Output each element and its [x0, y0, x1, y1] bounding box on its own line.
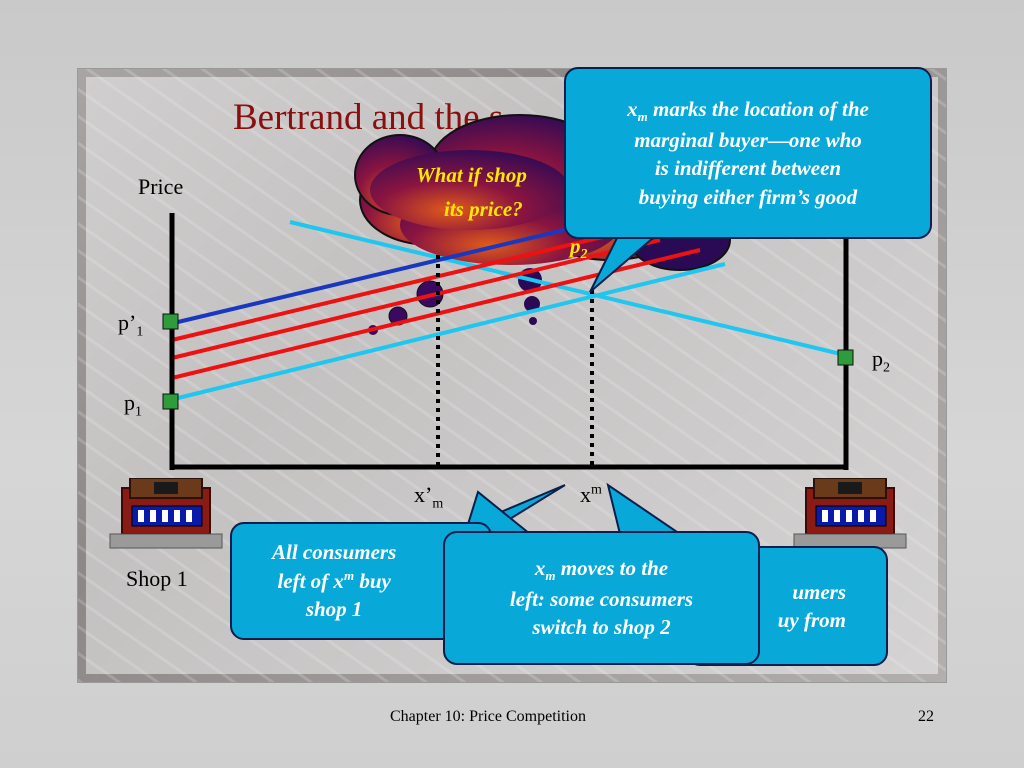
p2-sub: 2 [883, 360, 890, 376]
footer-page-number: 22 [918, 708, 934, 725]
blue-line-shop1 [177, 210, 641, 324]
shop1-icon [109, 478, 223, 549]
price-axis-label: Price [138, 174, 184, 199]
xm-prime-label: x’m [414, 482, 443, 512]
p1-label: p1 [124, 390, 142, 420]
all-line2-sup: m [343, 567, 355, 583]
cloud-text-line2: its price? [444, 197, 523, 221]
red-line-2 [171, 238, 661, 360]
moves-var: x [534, 556, 546, 581]
footer-chapter: Chapter 10: Price Competition [390, 708, 586, 725]
right-line2: uy from [777, 608, 846, 632]
marginal-sub: m [637, 109, 648, 125]
right-callout-text: umers uy from [778, 578, 876, 635]
all-line3: shop 1 [305, 597, 363, 622]
p1-prime-sub: 1 [136, 324, 144, 340]
p2-marker [837, 349, 854, 366]
red-line-3 [171, 248, 701, 380]
p1-letter: p [124, 390, 135, 415]
p1-marker [162, 393, 179, 410]
all-line1: All consumers [272, 540, 397, 565]
moves-text-a: moves to the [555, 556, 669, 581]
cloud-p2-letter: p [570, 234, 581, 258]
shop2-icon [793, 478, 907, 549]
all-line2b: buy [354, 568, 391, 593]
moves-text-c: switch to shop 2 [532, 615, 671, 640]
p2-letter: p [872, 346, 883, 371]
p1-prime-letter: p’ [118, 310, 137, 335]
cyan-line-shop1 [177, 262, 726, 400]
marginal-text-d: buying either firm’s good [638, 184, 858, 209]
right-line1: umers [792, 579, 846, 604]
cloud-p2: p2 [570, 234, 588, 263]
p2-label: p2 [872, 346, 890, 376]
xm-label: xm [580, 482, 602, 508]
p1-sub: 1 [135, 404, 142, 420]
marginal-var: x [627, 97, 638, 122]
red-line-1 [171, 226, 641, 342]
marginal-callout-text: xm marks the location of the marginal bu… [627, 95, 869, 211]
marginal-text-c: is indifferent between [654, 156, 842, 181]
marginal-text-b: marginal buyer—one who [634, 127, 862, 152]
all-line2a: left of x [277, 568, 344, 593]
shop1-label: Shop 1 [126, 566, 188, 591]
xm-prime-letter: x’ [414, 482, 433, 507]
moves-callout-pointer-2 [606, 482, 684, 535]
xm-prime-sub: m [432, 496, 444, 512]
p1-prime-marker [162, 313, 179, 330]
xm-sup: m [591, 482, 602, 498]
marginal-buyer-callout: xm marks the location of the marginal bu… [564, 67, 932, 239]
p1-prime-label: p’1 [118, 310, 143, 340]
marginal-text-a: marks the location of the [647, 97, 869, 122]
cloud-text-line1: What if shop [416, 163, 527, 187]
cyan-line-shop2 [289, 220, 846, 357]
moves-sub: m [545, 568, 556, 584]
cloud-p2-sub: 2 [580, 247, 588, 263]
xm-moves-callout: xm moves to the left: some consumers swi… [443, 531, 760, 665]
moves-callout-text: xm moves to the left: some consumers swi… [510, 554, 693, 641]
xm-letter: x [580, 482, 591, 507]
moves-text-b: left: some consumers [509, 587, 694, 612]
all-callout-text: All consumers left of xm buy shop 1 [242, 538, 396, 623]
